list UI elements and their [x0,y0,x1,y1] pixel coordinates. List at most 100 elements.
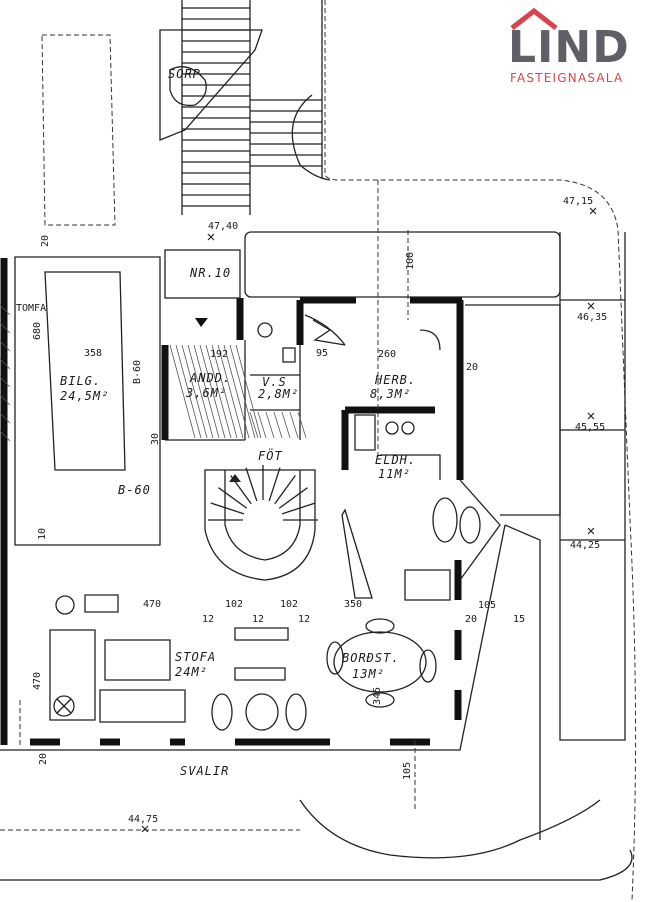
room-labels: BILG. 24,5M² NR.10 ANDD. 3,6M² V.S 2,8M²… [16,67,416,778]
room-bordst: BORÐST. [342,651,400,665]
hatch-line [257,411,267,439]
hatch-line [273,411,283,439]
hatch-line [169,344,196,439]
room-sorp: SORP [168,67,201,81]
room-vs-area: 2,8M² [258,387,299,401]
room-nr10: NR.10 [189,266,231,280]
hatch-line [229,344,256,439]
dim-105a: 105 [478,600,496,611]
dim-470-vertical: 470 [32,672,43,690]
room-andd: ANDD. [189,371,231,385]
elevation-e1: 47,15 [563,196,593,207]
brand-logo: LIND FASTEIGNASALA [508,8,643,88]
roof-icon [510,8,558,30]
brand-name: LIND [508,22,630,73]
hatch-line [0,430,11,442]
dim-12c: 12 [298,614,310,625]
hatch-line [289,411,299,439]
label-b60-lower: B-60 [118,483,151,497]
dim-102b: 102 [280,599,298,610]
hatch-line [0,340,11,352]
dim-470: 470 [143,599,161,610]
dim-20d: 20 [38,753,49,765]
hatch-line [0,376,11,388]
room-stofa: STOFA [175,650,216,664]
elevation-labels: 47,15 47,40 46,35 45,55 44,25 44,75 [128,196,607,825]
elevation-e5: 44,25 [570,540,600,551]
room-eldh-area: 11M² [378,467,411,481]
exterior-walls [0,258,464,746]
hatch-line [281,411,291,439]
spiral-step [278,487,308,509]
dim-10: 10 [37,528,48,540]
furniture [49,318,481,731]
hatch-line [0,322,11,334]
dim-260: 260 [378,349,396,360]
hatch-line [249,411,259,439]
hatch-line [0,412,11,424]
interior-walls [0,231,626,840]
dim-350: 350 [344,599,362,610]
room-bilg-area: 24,5M² [60,389,109,403]
elevation-e6: 44,75 [128,814,158,825]
spiral-step [218,487,248,509]
hatch-line [211,344,238,439]
spiral-step [281,502,316,515]
hatch-line [217,344,244,439]
dim-100: 100 [405,252,416,270]
axis-lines [19,180,416,810]
dim-30: 30 [150,433,161,445]
dim-20b: 20 [465,614,477,625]
hatch-line [199,344,226,439]
elevation-e3: 46,35 [577,312,607,323]
dim-12b: 12 [252,614,264,625]
dim-12a: 12 [202,614,214,625]
spiral-stair [204,465,318,581]
room-bordst-area: 13M² [352,667,385,681]
site-outline [0,0,637,901]
hatch-line [0,358,11,370]
spiral-step [274,475,296,505]
room-andd-area: 3,6M² [185,386,227,400]
hatching [0,304,307,442]
dim-95: 95 [316,348,328,359]
dim-345: 345 [372,687,383,705]
hatch-line [181,344,208,439]
room-svalir: SVALIR [180,764,229,778]
hatch-line [205,344,232,439]
hatch-line [297,411,307,439]
label-tomfa: TOMFA [16,303,46,314]
hatch-line [193,344,220,439]
room-bilg: BILG. [60,374,101,388]
dim-102a: 102 [225,599,243,610]
room-herb: HERB. [374,373,416,387]
brand-tagline: FASTEIGNASALA [510,71,624,85]
hatch-line [0,304,11,316]
hatch-line [187,344,214,439]
hatch-line [265,411,275,439]
room-fot: FÖT [258,447,283,463]
spiral-step [210,502,245,515]
label-b60-upper: B-60 [132,360,143,384]
spiral-step [268,467,281,502]
dim-105b: 105 [402,762,413,780]
dim-20c: 20 [40,235,51,247]
elevation-markers [141,207,597,833]
hatch-line [235,344,262,439]
dim-358: 358 [84,348,102,359]
room-stofa-area: 24M² [175,665,208,679]
dim-192: 192 [210,349,228,360]
hatch-line [223,344,250,439]
hatch-line [175,344,202,439]
elevation-e2: 47,40 [208,221,238,232]
hatch-line [0,394,11,406]
room-vs: V.S [262,375,287,389]
dim-20a: 20 [466,362,478,373]
dim-680: 680 [32,322,43,340]
dim-15: 15 [513,614,525,625]
room-herb-area: 8,3M² [370,387,411,401]
terrace-stairs [41,0,322,226]
room-eldh: ELDH. [375,453,416,467]
